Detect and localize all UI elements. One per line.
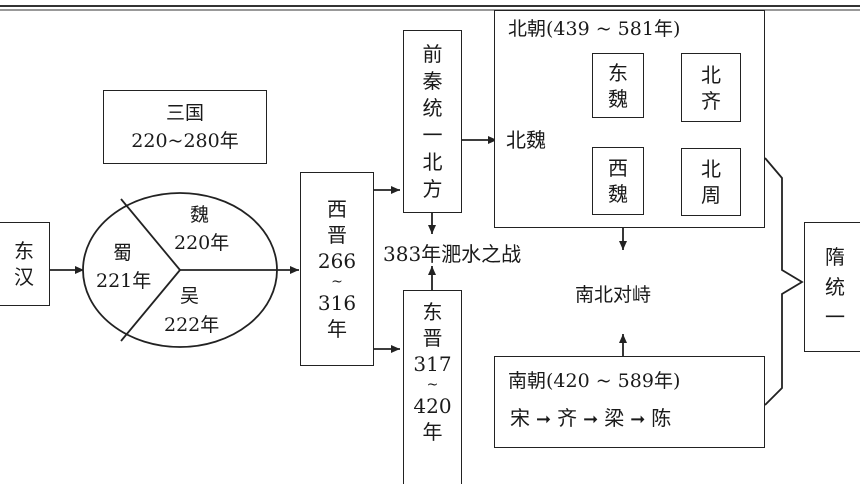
eastern-han-char: 汉 — [14, 265, 34, 289]
western-jin-text: 316 — [317, 291, 357, 315]
wei-year: 220年 — [174, 232, 230, 254]
southern-dynasties-box — [494, 356, 765, 448]
former-qin-char: 方 — [422, 176, 443, 201]
western-jin-text: 年 — [327, 317, 347, 341]
eastern-jin-text: 317 — [413, 352, 452, 376]
sui-char: 隋 — [825, 245, 845, 269]
western-jin-text: 西 — [327, 197, 347, 221]
eastern-han-box: 东 汉 — [0, 222, 50, 306]
eastern-jin-text: ~ — [426, 377, 439, 393]
northern-zhou-char: 北 — [701, 157, 721, 181]
wei-label: 魏 — [190, 204, 210, 226]
liang-dynasty: 梁 — [604, 406, 625, 430]
three-kingdoms-box: 三国 220~280年 — [103, 90, 267, 164]
former-qin-char: 一 — [422, 122, 443, 147]
sui-unification-box: 隋 统 一 — [804, 222, 860, 352]
former-qin-char: 秦 — [422, 68, 443, 93]
western-wei-char: 魏 — [608, 182, 628, 206]
western-wei-char: 西 — [608, 156, 628, 180]
northern-qi-char: 北 — [701, 62, 721, 87]
eastern-jin-text: 东 — [422, 300, 443, 324]
arrow-right-icon: ➞ — [630, 409, 646, 430]
shu-label: 蜀 — [113, 242, 133, 264]
northern-dynasties-title: 北朝(439 ~ 581年) — [508, 18, 681, 40]
eastern-wei-box: 东 魏 — [592, 53, 644, 118]
feishui-battle-label: 383年淝水之战 — [383, 242, 522, 266]
arrow-right-icon: ➞ — [536, 409, 552, 430]
wu-label: 吴 — [180, 285, 200, 307]
shu-year: 221年 — [96, 270, 152, 292]
western-jin-text: ~ — [331, 274, 343, 290]
former-qin-box: 前 秦 统 一 北 方 — [403, 30, 462, 213]
northern-qi-char: 齐 — [701, 88, 721, 113]
qi-dynasty: 齐 — [557, 406, 578, 430]
eastern-jin-box: 东 晋 317 ~ 420 年 — [403, 290, 462, 484]
northern-zhou-box: 北 周 — [681, 148, 741, 216]
former-qin-char: 前 — [422, 41, 443, 66]
southern-dynasties-title: 南朝(420 ~ 589年) — [508, 370, 681, 392]
western-jin-text: 晋 — [327, 223, 347, 247]
eastern-wei-char: 东 — [608, 60, 628, 85]
three-kingdoms-title: 三国 — [165, 102, 204, 124]
former-qin-char: 统 — [422, 95, 443, 120]
former-qin-char: 北 — [422, 149, 443, 174]
western-wei-box: 西 魏 — [592, 147, 644, 215]
western-jin-box: 西 晋 266 ~ 316 年 — [300, 172, 374, 366]
sui-char: 一 — [825, 305, 845, 329]
arrow-right-icon: ➞ — [583, 409, 599, 430]
wu-year: 222年 — [164, 314, 220, 336]
northern-zhou-char: 周 — [701, 183, 721, 207]
eastern-han-char: 东 — [14, 239, 34, 263]
chen-dynasty: 陈 — [651, 406, 672, 430]
song-dynasty: 宋 — [510, 406, 530, 430]
eastern-jin-text: 年 — [422, 420, 443, 444]
eastern-wei-char: 魏 — [608, 86, 628, 111]
northern-qi-box: 北 齐 — [681, 53, 741, 122]
sui-char: 统 — [825, 275, 845, 299]
eastern-jin-text: 420 — [413, 394, 452, 418]
northern-wei-label: 北魏 — [506, 128, 546, 152]
southern-dynasty-chain: 宋➞齐➞梁➞陈 — [510, 402, 671, 431]
eastern-jin-text: 晋 — [422, 326, 443, 350]
north-south-confrontation: 南北对峙 — [575, 284, 652, 306]
three-kingdoms-period: 220~280年 — [131, 130, 239, 152]
merge-brace — [764, 157, 804, 406]
western-jin-text: 266 — [317, 249, 357, 273]
